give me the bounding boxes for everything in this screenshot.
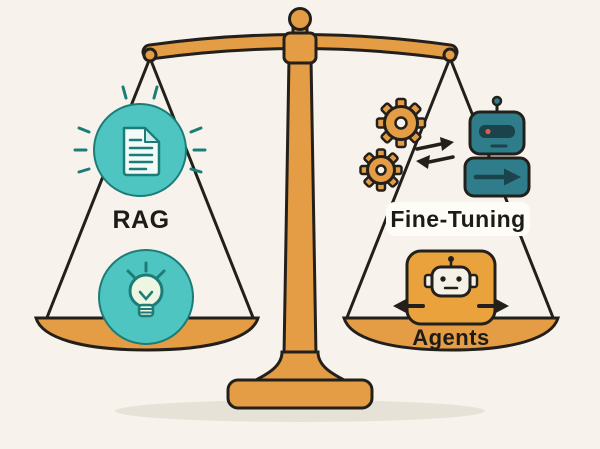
lightbulb-icon bbox=[98, 249, 194, 345]
scale-pillar bbox=[282, 56, 318, 358]
fine-tuning-label-text: Fine-Tuning bbox=[390, 206, 525, 232]
agent-robot-icon bbox=[423, 256, 479, 298]
sparkle-rays-icon bbox=[73, 85, 207, 174]
agent-box bbox=[393, 249, 509, 326]
left-arrow-icon bbox=[393, 298, 425, 314]
gears-icon bbox=[359, 97, 427, 192]
exchange-arrows-icon bbox=[415, 137, 455, 169]
right-arrow-icon bbox=[477, 298, 509, 314]
scale-top-knob bbox=[282, 7, 318, 65]
agents-label: Agents bbox=[412, 325, 490, 350]
ground-shadow bbox=[115, 400, 485, 422]
right-hook bbox=[442, 47, 458, 63]
document-icon bbox=[93, 103, 187, 197]
fine-tuning-label: Fine-Tuning bbox=[386, 202, 530, 236]
scale-base bbox=[226, 350, 374, 410]
right-pan bbox=[341, 316, 561, 352]
robot-icon bbox=[463, 95, 531, 198]
rag-label: RAG bbox=[112, 206, 169, 234]
left-hook bbox=[142, 47, 158, 63]
